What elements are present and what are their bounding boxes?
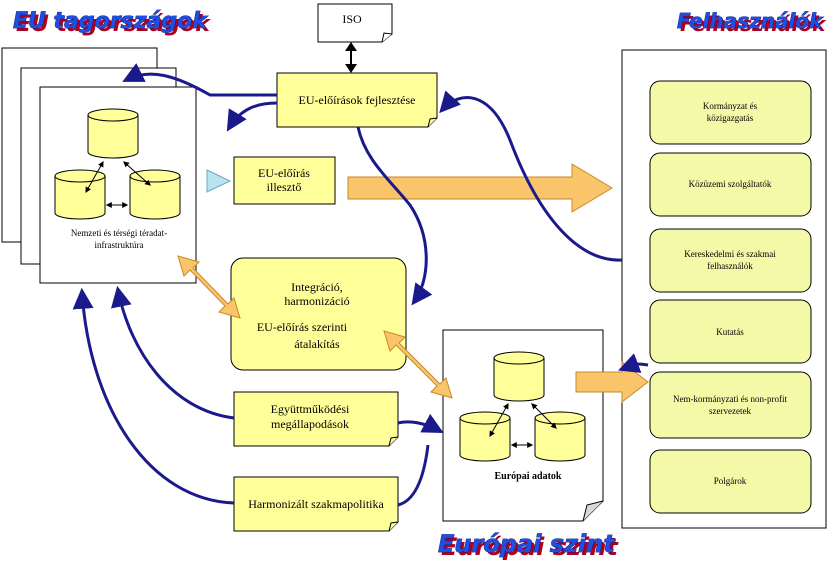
navy-arrows	[72, 63, 649, 507]
user-box-polgarok: Polgárok	[649, 449, 812, 514]
orange-double-arrow-national-integracio	[177, 255, 241, 319]
title-felhasznalok: Felhasználók Felhasználók	[677, 9, 828, 36]
arrow-harmonizalt-to-european	[397, 444, 430, 507]
national-caption-line2: infrastruktúra	[95, 240, 144, 250]
national-cylinder-top	[87, 108, 139, 159]
box-eu-eloirasok-fejlesztese-label: EU-előírások fejlesztése	[299, 93, 416, 107]
arrow-harmonizalt-to-national	[72, 287, 235, 505]
arrow-fejlesztes-to-national	[226, 101, 278, 132]
european-cylinder-links	[489, 402, 557, 448]
arrow-fejlesztes-to-pages-top	[122, 63, 277, 97]
user-box-kormanyzat-line2: közigazgatás	[707, 113, 754, 123]
illeszto-connector-triangle	[206, 169, 232, 193]
egyuttmukodesi-line2: megállapodások	[271, 417, 349, 431]
illeszto-line2: illesztő	[267, 180, 302, 194]
arrow-egyuttmukodesi-to-european	[397, 413, 444, 433]
user-box-kozuzemi-line1: Közüzemi szolgáltatók	[689, 179, 772, 189]
integracio-line1: Integráció,	[291, 280, 343, 294]
title-europai-szint: Európai szint Európai szint	[438, 530, 620, 561]
iso-box: ISO	[317, 3, 393, 43]
title-eu-tagorszagok: EU tagországok EU tagországok	[13, 9, 212, 37]
iso-double-arrow	[345, 42, 357, 73]
orange-arrow-to-users	[347, 163, 613, 213]
european-page	[442, 329, 604, 522]
national-cylinder-right	[129, 169, 181, 220]
user-box-kereskedelmi: Kereskedelmi és szakmai felhasználók	[649, 228, 812, 293]
user-box-kormanyzat: Kormányzat és közigazgatás	[649, 80, 812, 145]
box-eu-eloiras-illeszto: EU-előírás illesztő	[233, 156, 336, 205]
harmonizalt-label: Harmonizált szakmapolitika	[248, 497, 384, 511]
integracio-line2: harmonizáció	[284, 294, 349, 308]
user-box-nem-kormanyzati-line2: szervezetek	[709, 406, 751, 416]
svg-text:Felhasználók: Felhasználók	[677, 9, 824, 33]
user-box-polgarok-line1: Polgárok	[714, 476, 747, 486]
box-egyuttmukodesi: Együttműködési megállapodások	[233, 391, 399, 447]
user-box-nem-kormanyzati: Nem-kormányzati és non-profit szervezete…	[649, 371, 812, 439]
user-box-kozuzemi: Közüzemi szolgáltatók	[649, 152, 812, 217]
arrow-fejlesztes-to-integracio	[356, 126, 433, 306]
arrow-egyuttmukodesi-to-national	[111, 285, 235, 420]
user-box-kereskedelmi-line2: felhasználók	[707, 261, 753, 271]
arrow-users-inner	[618, 353, 649, 373]
european-cylinder-left	[459, 411, 511, 462]
european-caption: Európai adatok	[495, 471, 562, 482]
user-box-kereskedelmi-line1: Kereskedelmi és szakmai	[684, 249, 776, 259]
national-cylinder-left	[54, 169, 106, 220]
svg-text:EU tagországok: EU tagországok	[13, 9, 208, 34]
svg-text:EU tagországok: EU tagországok	[16, 12, 211, 37]
user-box-kutatas: Kutatás	[649, 299, 812, 364]
orange-double-arrow-integracio-european	[383, 330, 453, 399]
user-box-kormanyzat-line1: Kormányzat és	[703, 101, 758, 111]
national-cylinder-links	[85, 160, 151, 208]
svg-text:Európai szint: Európai szint	[438, 530, 616, 558]
user-box-nem-kormanyzati-line1: Nem-kormányzati és non-profit	[673, 394, 787, 404]
illeszto-line1: EU-előírás	[258, 166, 310, 180]
integracio-line4: átalakítás	[294, 337, 340, 351]
box-eu-eloirasok-fejlesztese: EU-előírások fejlesztése	[276, 72, 438, 128]
iso-label: ISO	[342, 12, 362, 26]
european-cylinder-top	[493, 351, 545, 402]
national-caption-line1: Nemzeti és térségi téradat-	[71, 228, 167, 238]
european-cylinder-right	[534, 411, 586, 462]
svg-text:Felhasználók: Felhasználók	[680, 12, 827, 36]
integracio-line3: EU-előírás szerinti	[257, 320, 348, 334]
arrow-users-to-fejlesztes	[439, 90, 623, 262]
egyuttmukodesi-line1: Együttműködési	[271, 402, 350, 416]
box-harmonizalt: Harmonizált szakmapolitika	[233, 476, 399, 532]
svg-text:Európai szint: Európai szint	[441, 533, 619, 561]
user-box-kutatas-line1: Kutatás	[716, 327, 744, 337]
box-integracio: Integráció, harmonizáció EU-előírás szer…	[230, 257, 407, 371]
